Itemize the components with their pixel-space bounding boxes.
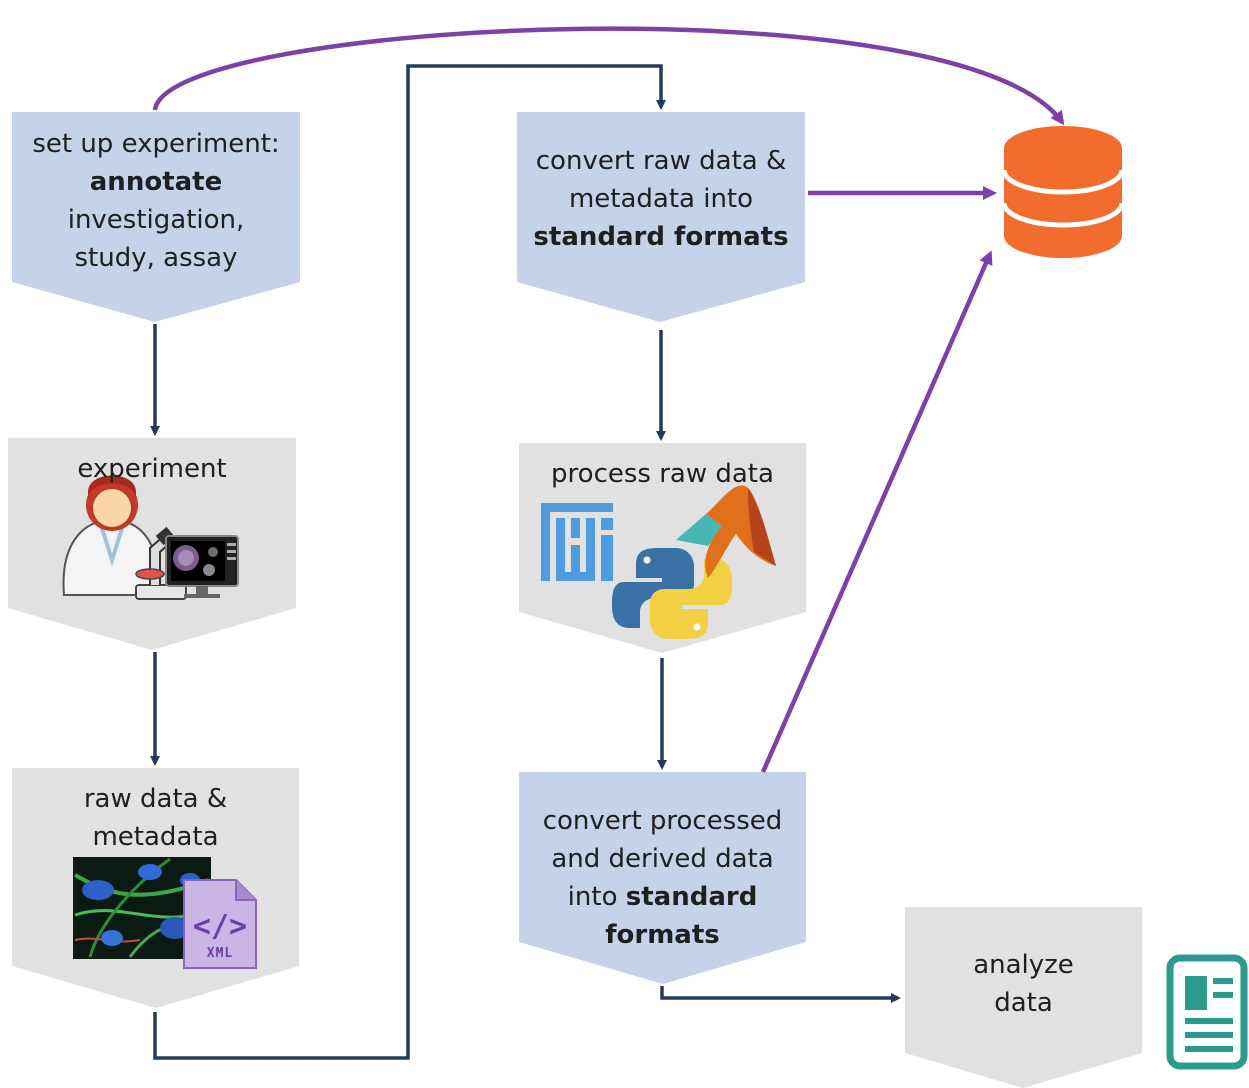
step-setup-line4: study, assay — [74, 243, 238, 273]
step-analyze: analyze data — [905, 946, 1142, 1022]
fiji-logo-icon — [541, 503, 613, 581]
xml-file-icon: </> — [183, 879, 257, 969]
step-raw-data-line1: raw data & — [83, 784, 228, 814]
step-experiment-shape — [8, 438, 296, 650]
step-convert-processed-formats: formats — [605, 920, 720, 950]
step-analyze-shape — [905, 907, 1142, 1088]
step-analyze-line2: data — [994, 988, 1053, 1018]
python-logo-icon — [612, 548, 732, 639]
xml-badge-label: XML — [206, 946, 234, 961]
svg-text:</>: </> — [193, 909, 247, 944]
step-convert-processed-line3: into standard — [568, 878, 758, 916]
step-setup-shape — [12, 112, 300, 322]
step-setup-line1: set up experiment: — [32, 129, 280, 159]
step-convert-processed-into: into — [567, 882, 626, 912]
arrow-setup-to-database — [152, 26, 1065, 126]
scientist-microscope-icon — [62, 475, 239, 600]
step-convert-processed: convert processed and derived data into … — [519, 802, 806, 954]
step-setup: set up experiment: annotate investigatio… — [12, 125, 300, 277]
step-experiment: experiment — [8, 450, 296, 488]
step-convert-raw: convert raw data & metadata into standar… — [517, 142, 805, 256]
step-setup-line3: investigation, — [67, 205, 245, 235]
arrow-convert-processed-to-database — [760, 250, 993, 773]
step-convert-processed-standard: standard — [625, 882, 758, 912]
arrow-convert-processed-to-analyze — [660, 986, 901, 1003]
step-convert-raw-line1: convert raw data & — [535, 146, 787, 176]
step-process: process raw data — [519, 455, 806, 493]
matlab-logo-icon — [676, 485, 776, 578]
arrow-rawdata-to-convert — [153, 64, 666, 1060]
step-convert-processed-shape — [519, 772, 806, 984]
step-convert-processed-line1: convert processed — [542, 806, 783, 836]
step-analyze-line1: analyze — [973, 950, 1074, 980]
step-raw-data-line2: metadata — [92, 822, 219, 852]
step-convert-processed-line2: and derived data — [551, 844, 774, 874]
document-icon — [1166, 954, 1248, 1070]
step-convert-raw-shape — [517, 112, 805, 322]
step-raw-data: raw data & metadata — [12, 780, 299, 856]
step-process-label: process raw data — [551, 459, 774, 489]
database-icon — [1001, 126, 1125, 258]
step-convert-raw-standard-formats: standard formats — [533, 222, 789, 252]
step-experiment-label: experiment — [77, 454, 227, 484]
step-setup-annotate: annotate — [89, 167, 223, 197]
step-convert-raw-line2: metadata into — [568, 184, 754, 214]
